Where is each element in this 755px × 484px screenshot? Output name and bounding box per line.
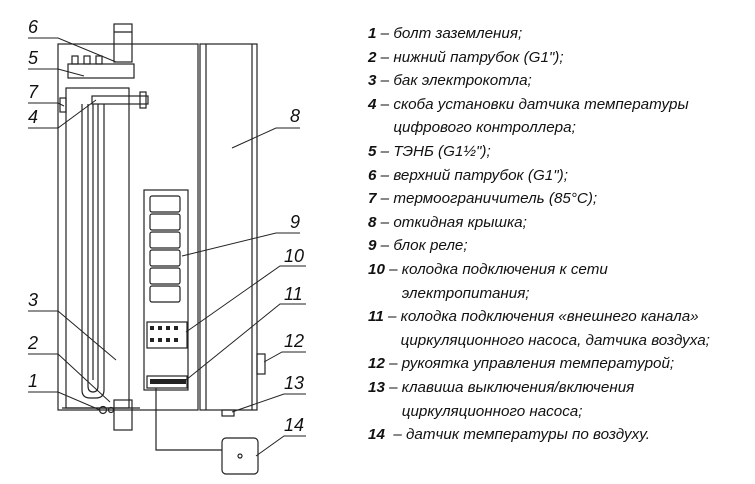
- legend-text: ТЭНБ (G1½");: [393, 142, 491, 160]
- legend-dash: –: [376, 213, 394, 231]
- legend-item: 7 – термоограничитель (85°С);: [368, 187, 753, 211]
- legend-dash: –: [376, 95, 394, 113]
- legend-text: скоба установки датчика температуры цифр…: [393, 95, 689, 137]
- legend-number: 9: [368, 237, 377, 255]
- callout-8: 8: [290, 106, 300, 126]
- legend-item: 4 – скоба установки датчика температуры …: [368, 93, 753, 140]
- legend-dash: –: [384, 378, 402, 396]
- callout-6: 6: [28, 17, 39, 37]
- legend-item: 9 – блок реле;: [368, 234, 753, 258]
- callout-1: 1: [28, 371, 38, 391]
- relay-block: [149, 195, 181, 303]
- legend-dash: –: [376, 25, 394, 42]
- legend-item: 1 – болт заземления;: [368, 22, 753, 46]
- legend-item: 12 – рукоятка управления температурой;: [368, 352, 753, 376]
- callout-14: 14: [284, 415, 304, 435]
- callout-9: 9: [290, 212, 300, 232]
- legend-number: 11: [368, 308, 384, 326]
- legend-text: нижний патрубок (G1");: [393, 48, 564, 66]
- boiler-diagram: 6 5 7 4 8 9 10 11 12 13 14 3 2 1: [27, 17, 306, 475]
- legend-item: 5 – ТЭНБ (G1½");: [368, 140, 753, 164]
- legend-number: 13: [368, 378, 385, 396]
- legend-dash: –: [376, 166, 394, 184]
- legend-text: блок реле;: [393, 237, 468, 255]
- sensor-cable: [155, 388, 222, 451]
- callout-13: 13: [284, 373, 304, 393]
- legend-dash: –: [376, 72, 394, 90]
- legend-number: 10: [368, 260, 385, 278]
- power-terminal-block: [146, 321, 188, 349]
- legend-item: 8 – откидная крышка;: [368, 211, 753, 235]
- callout-7: 7: [28, 82, 39, 102]
- air-temperature-sensor: [221, 437, 259, 475]
- callout-2: 2: [27, 333, 38, 353]
- legend-item: 13 – клавиша выключения/включения циркул…: [368, 376, 753, 423]
- callout-3: 3: [28, 290, 38, 310]
- legend-dash: –: [376, 237, 394, 255]
- lower-pipe: [113, 399, 133, 431]
- callout-10: 10: [284, 246, 304, 266]
- legend-text: колодка подключения к сети электропитани…: [401, 260, 608, 302]
- legend-text: клавиша выключения/включения циркуляцион…: [401, 378, 635, 420]
- legend-number: 6: [368, 166, 377, 184]
- legend-dash: –: [384, 260, 402, 278]
- legend-dash: –: [384, 426, 407, 444]
- sensor-bracket: [91, 95, 149, 105]
- legend-item: 11 – колодка подключения «внешнего канал…: [368, 305, 753, 352]
- legend-text: верхний патрубок (G1");: [393, 166, 568, 184]
- legend-number: 3: [368, 72, 377, 90]
- control-panel: [143, 189, 189, 391]
- callout-12: 12: [284, 331, 304, 351]
- thermolimiter: [59, 97, 67, 113]
- legend-text: рукоятка управления температурой;: [401, 355, 675, 373]
- legend-text: болт заземления;: [393, 25, 523, 42]
- upper-pipe: [113, 23, 133, 63]
- legend-text: колодка подключения «внешнего канала» ци…: [400, 308, 710, 349]
- legend-number: 14: [368, 426, 385, 444]
- legend-number: 2: [368, 48, 377, 66]
- heater-flange: [67, 63, 135, 79]
- legend-text: термоограничитель (85°С);: [393, 190, 598, 208]
- boiler-housing: [57, 43, 199, 411]
- legend-dash: –: [376, 190, 394, 208]
- callout-11: 11: [284, 284, 303, 304]
- legend-number: 1: [368, 25, 377, 42]
- legend-number: 12: [368, 355, 385, 373]
- legend-item: 6 – верхний патрубок (G1");: [368, 164, 753, 188]
- legend-dash: –: [383, 308, 401, 326]
- legend-text: бак электрокотла;: [393, 72, 532, 90]
- callout-5: 5: [28, 48, 39, 68]
- legend-number: 4: [368, 95, 377, 113]
- legend-number: 5: [368, 142, 377, 160]
- temperature-knob: [256, 353, 266, 375]
- legend: 1 – болт заземления; 2 – нижний патрубок…: [368, 22, 753, 447]
- legend-item: 2 – нижний патрубок (G1");: [368, 46, 753, 70]
- legend-dash: –: [384, 355, 402, 373]
- legend-number: 8: [368, 213, 377, 231]
- callout-4: 4: [28, 107, 38, 127]
- heating-element: [81, 104, 105, 399]
- legend-item: 10 – колодка подключения к сети электроп…: [368, 258, 753, 305]
- legend-text: датчик температуры по воздуху.: [406, 426, 650, 444]
- legend-text: откидная крышка;: [393, 213, 527, 231]
- legend-item: 14 – датчик температуры по воздуху.: [368, 423, 753, 447]
- legend-dash: –: [376, 142, 394, 160]
- pump-switch: [221, 409, 235, 417]
- legend-item: 3 – бак электрокотла;: [368, 69, 753, 93]
- legend-number: 7: [368, 190, 377, 208]
- hinged-cover: [199, 43, 258, 411]
- legend-dash: –: [376, 48, 394, 66]
- external-channel-terminal: [146, 375, 188, 389]
